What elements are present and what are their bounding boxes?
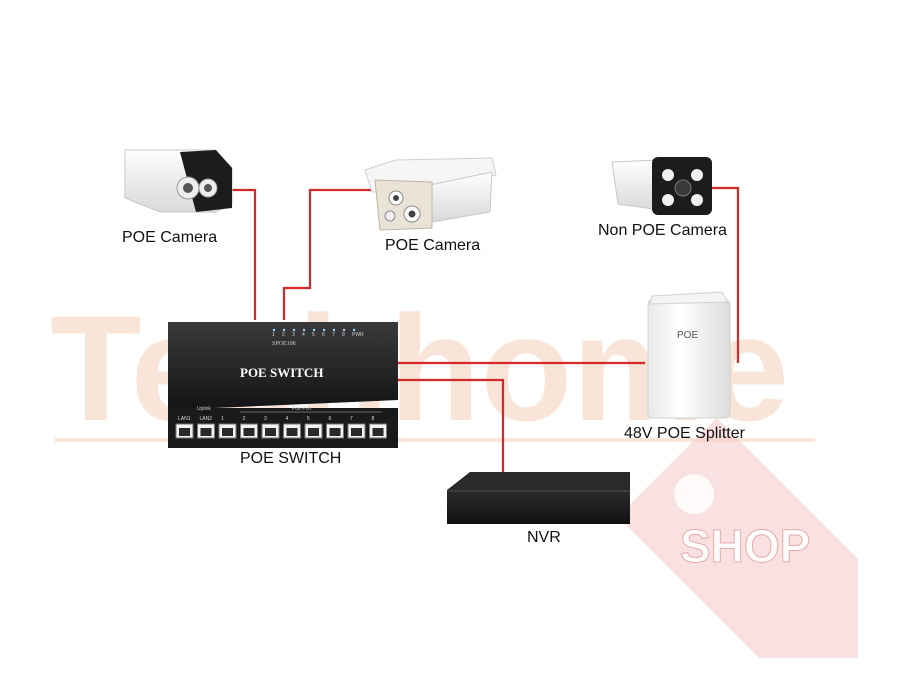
cable-switch-to-nvr xyxy=(398,378,505,485)
switch-port-label: 7 xyxy=(350,416,353,422)
nvr xyxy=(447,472,630,524)
switch-port-socket xyxy=(351,428,362,436)
label-nvr: NVR xyxy=(527,529,561,546)
switch-port-label: 6 xyxy=(329,416,332,422)
switch-poe-port-text: Poe Port xyxy=(292,406,312,412)
switch-face-title: POE SWITCH xyxy=(240,365,323,380)
label-camera-right: Non POE Camera xyxy=(598,222,727,239)
switch-led-dot xyxy=(322,328,326,332)
switch-port-socket xyxy=(372,428,384,436)
switch-port-socket xyxy=(308,428,319,436)
switch-led-dot xyxy=(292,328,296,332)
poe-switch: SPOE108 POE SWITCH 1 2 3 4 5 6 7 8 PWR Uplink Po… xyxy=(168,322,398,448)
switch-port-socket xyxy=(265,428,276,436)
switch-led-label: 7 xyxy=(332,332,335,338)
switch-led-dot xyxy=(332,328,336,332)
label-splitter: 48V POE Splitter xyxy=(624,425,745,442)
switch-port-label: LAN1 xyxy=(178,416,191,422)
watermark-shop-tag xyxy=(617,417,859,659)
switch-port-socket xyxy=(286,428,298,436)
switch-port-label: 2 xyxy=(243,416,246,422)
switch-port-label: 8 xyxy=(372,416,375,422)
switch-port-socket xyxy=(200,428,212,436)
switch-port-label: 5 xyxy=(307,416,310,422)
switch-port-socket xyxy=(243,428,255,436)
label-camera-left: POE Camera xyxy=(122,229,218,246)
label-switch: POE SWITCH xyxy=(240,450,342,467)
switch-port-socket xyxy=(222,428,233,436)
camera-left xyxy=(124,149,233,213)
switch-port-label: 4 xyxy=(286,416,289,422)
switch-led-dot xyxy=(302,328,306,332)
switch-port-socket xyxy=(179,428,190,436)
switch-port-label: 1 xyxy=(221,416,224,422)
switch-led-dot xyxy=(312,328,316,332)
switch-led-dot xyxy=(352,328,356,332)
camera-center xyxy=(364,157,497,231)
switch-model-text: SPOE108 xyxy=(272,341,296,347)
switch-led-label: 5 xyxy=(312,332,315,338)
cable-center-camera-to-switch xyxy=(282,188,380,320)
switch-port-label: LAN2 xyxy=(200,416,213,422)
watermark-shop-text: SHOP xyxy=(680,520,810,572)
switch-led-label: 1 xyxy=(272,332,275,338)
switch-led-label: 4 xyxy=(302,332,305,338)
switch-port-label: 3 xyxy=(264,416,267,422)
camera-right xyxy=(611,157,712,215)
cable-splitter-to-camera xyxy=(712,186,740,363)
switch-uplink-text: Uplink xyxy=(197,406,211,412)
switch-led-dot xyxy=(282,328,286,332)
watermark-underline xyxy=(55,438,815,442)
switch-led-label: 8 xyxy=(342,332,345,338)
switch-led-dot xyxy=(342,328,346,332)
poe-splitter: POE xyxy=(647,291,731,419)
switch-led-dot xyxy=(272,328,276,332)
switch-led-row: 1 2 3 4 5 6 7 8 PWR xyxy=(272,328,364,338)
splitter-face-text: POE xyxy=(677,330,698,341)
switch-port-row: LAN1 LAN2 1 2 3 4 5 6 7 8 xyxy=(175,416,387,439)
switch-led-label: 3 xyxy=(292,332,295,338)
label-camera-center: POE Camera xyxy=(385,237,481,254)
switch-port-socket xyxy=(329,428,341,436)
cables xyxy=(218,186,740,485)
switch-led-label: 2 xyxy=(282,332,285,338)
switch-led-label: 6 xyxy=(322,332,325,338)
switch-led-label: PWR xyxy=(352,332,364,338)
